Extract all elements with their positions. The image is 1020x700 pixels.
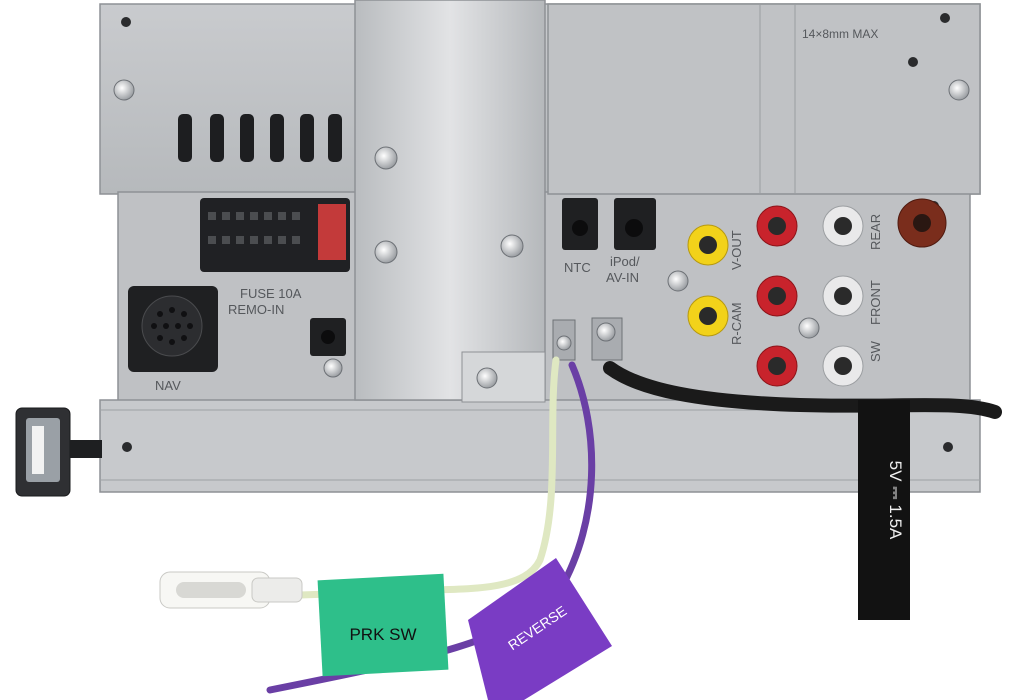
rca-jack-yellow-r-cam — [687, 295, 729, 337]
rca-jack-red-front — [756, 275, 798, 317]
ipod-label-line2: AV-IN — [606, 270, 639, 285]
ipod-label-line1: iPod/ — [610, 254, 640, 269]
remo-in-label: REMO-IN — [228, 302, 284, 317]
fuse-label: FUSE 10A — [240, 286, 302, 301]
usb-cable — [603, 361, 1002, 419]
heatsink-box — [547, 3, 981, 195]
v-out-label: V-OUT — [729, 230, 744, 270]
vent-slots — [178, 114, 342, 162]
rca-jack-red-rear — [756, 205, 798, 247]
antenna-jack — [897, 198, 947, 248]
size-spec-label: 14×8mm MAX — [802, 27, 878, 41]
ground-terminal — [552, 317, 623, 361]
nav-label: NAV — [155, 378, 181, 393]
rca-jack-red-sw — [756, 345, 798, 387]
rca-jack-white-front — [822, 275, 864, 317]
chassis-bottom-rail — [99, 399, 981, 493]
prk-sw-tag-label: PRK SW — [349, 625, 416, 644]
usb-tag — [858, 400, 910, 620]
rca-jack-white-sw — [822, 345, 864, 387]
screw-icon — [113, 79, 970, 389]
reverse-tag — [468, 558, 612, 700]
spade-connector — [159, 571, 303, 609]
r-cam-label: R-CAM — [729, 302, 744, 345]
rca-jack-white-rear — [822, 205, 864, 247]
front-label: FRONT — [868, 280, 883, 325]
rca-jack-yellow-v-out — [687, 224, 729, 266]
mounting-bracket — [354, 0, 546, 401]
rear-label: REAR — [868, 214, 883, 250]
usb-tag-label: 5V ⎓ 1.5A — [886, 461, 905, 540]
prk-sw-tag — [317, 573, 449, 677]
sw-label: SW — [868, 340, 883, 362]
ntc-label: NTC — [564, 260, 591, 275]
